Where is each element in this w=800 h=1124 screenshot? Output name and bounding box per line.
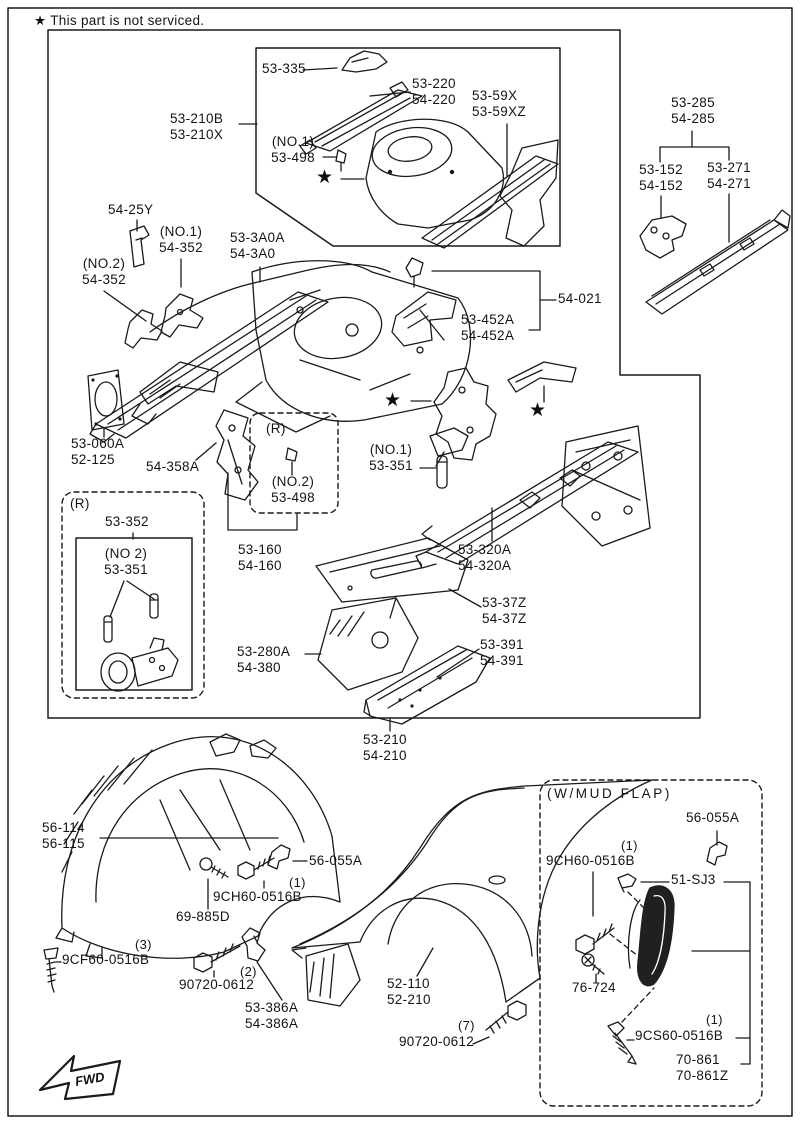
- sill-53391-drawing: [363, 645, 491, 725]
- qty-2: (2): [240, 964, 257, 979]
- callout-70-861: 70-861 70-861Z: [676, 1052, 729, 1083]
- callout-53-452a: 53-452A 54-452A: [461, 312, 515, 343]
- pin-53351-drawing: [436, 455, 448, 489]
- callout-54-352-no1: (NO.1) 54-352: [159, 224, 203, 255]
- callout-53-060a: 53-060A 52-125: [71, 436, 125, 467]
- callout-53-320a: 53-320A 54-320A: [458, 542, 512, 573]
- wheel-liner-drawing: [55, 733, 341, 959]
- qty-3: (3): [135, 937, 152, 952]
- callout-53-285: 53-285 54-285: [671, 95, 715, 126]
- callout-53-271: 53-271 54-271: [707, 160, 751, 191]
- callout-53-386a: 53-386A 54-386A: [245, 1000, 299, 1031]
- callout-51-sj3: 51-SJ3: [671, 872, 716, 887]
- main-diagram-box: [47, 29, 701, 719]
- qty-1: (1): [706, 1012, 723, 1027]
- callout-9cf60: 9CF60-0516B: [62, 952, 150, 967]
- not-serviced-note: ★ This part is not serviced.: [34, 13, 205, 28]
- callout-69-885d: 69-885D: [176, 909, 230, 924]
- callout-76-724: 76-724: [572, 980, 616, 995]
- small-brackets-drawing: [124, 225, 204, 349]
- panel-53280a-drawing: [317, 597, 419, 691]
- not-serviced-star-icon: ★: [529, 400, 547, 421]
- callout-53-498-no2: (NO.2) 53-498: [271, 474, 315, 505]
- callout-9cs60: 9CS60-0516B: [635, 1028, 724, 1043]
- callout-53-280a: 53-280A 54-380: [237, 644, 291, 675]
- frames: [7, 7, 793, 1117]
- ref-box-53352: [61, 491, 205, 699]
- callout-53-59x: 53-59X 53-59XZ: [472, 88, 526, 119]
- panel-5337z-drawing: [315, 537, 469, 603]
- fender-drawing: [291, 779, 653, 1007]
- callout-90720-fender: 90720-0612: [399, 1034, 475, 1049]
- not-serviced-star-icon: ★: [384, 390, 402, 411]
- fasteners-drawing: [43, 844, 527, 1034]
- fwd-arrow: FWD: [38, 1054, 122, 1101]
- callout-52-110: 52-110 52-210: [387, 976, 431, 1007]
- fwd-arrow-label: FWD: [74, 1069, 106, 1089]
- mud-flap-parts-drawing: [575, 841, 728, 1065]
- callout-53-210: 53-210 54-210: [363, 732, 407, 763]
- callout-53-351-no2: (NO 2) 53-351: [104, 546, 148, 577]
- callout-56-055a-flap: 56-055A: [686, 810, 740, 825]
- callout-ref-r1: (R): [266, 421, 286, 436]
- callout-9ch60-main: 9CH60-0516B: [213, 889, 302, 904]
- callout-54-358a: 54-358A: [146, 459, 200, 474]
- seal-plate-drawing: [87, 369, 125, 431]
- callout-54-352-no2: (NO.2) 54-352: [82, 256, 126, 287]
- bracket-53352-drawing: [100, 593, 179, 692]
- callout-53-152: 53-152 54-152: [639, 162, 683, 193]
- callout-53-335: 53-335: [262, 61, 306, 76]
- bracket-53160-drawing: [215, 409, 259, 501]
- not-serviced-star-icon: ★: [316, 167, 334, 188]
- qty-7: (7): [458, 1018, 475, 1033]
- center-bracket-drawing: [429, 361, 651, 547]
- callout-53-3a0a: 53-3A0A 54-3A0: [230, 230, 285, 261]
- callout-53-352: 53-352: [105, 514, 149, 529]
- clip-53498-drawing: [285, 447, 298, 464]
- qty-1: (1): [289, 875, 306, 890]
- leader-lines: [55, 67, 751, 1065]
- callout-54-25y: 54-25Y: [108, 202, 154, 217]
- mud-flap-box: [539, 779, 763, 1107]
- inset-parts-drawing: [299, 50, 559, 249]
- wheel-apron-assembly-drawing: [89, 260, 472, 443]
- callout-ref-r2: (R): [70, 496, 90, 511]
- callout-56-055a-main: 56-055A: [309, 853, 363, 868]
- qty-1: (1): [621, 838, 638, 853]
- callout-54-021: 54-021: [558, 291, 602, 306]
- member-53320a-drawing: [415, 441, 639, 569]
- callout-53-37z: 53-37Z 54-37Z: [482, 595, 527, 626]
- callout-53-391: 53-391 54-391: [480, 637, 524, 668]
- callout-53-160: 53-160 54-160: [238, 542, 282, 573]
- callout-90720-main: 90720-0612: [179, 977, 255, 992]
- inner-box-53351: [75, 537, 193, 691]
- callout-53-210b: 53-210B 53-210X: [170, 111, 224, 142]
- bracket-54021-drawing: [391, 257, 457, 347]
- callout-56-114: 56-114 56-115: [42, 820, 85, 851]
- mud-flap-box-title: (W/MUD FLAP): [547, 786, 672, 801]
- callout-53-351-no1: (NO.1) 53-351: [369, 442, 413, 473]
- hinge-pillar-rail-drawing: [639, 209, 791, 315]
- callout-9ch60-flap: 9CH60-0516B: [546, 853, 635, 868]
- callout-53-498-no1: (NO.1) 53-498: [271, 134, 315, 165]
- callout-53-220: 53-220 54-220: [412, 76, 456, 107]
- page-border: [7, 7, 793, 1117]
